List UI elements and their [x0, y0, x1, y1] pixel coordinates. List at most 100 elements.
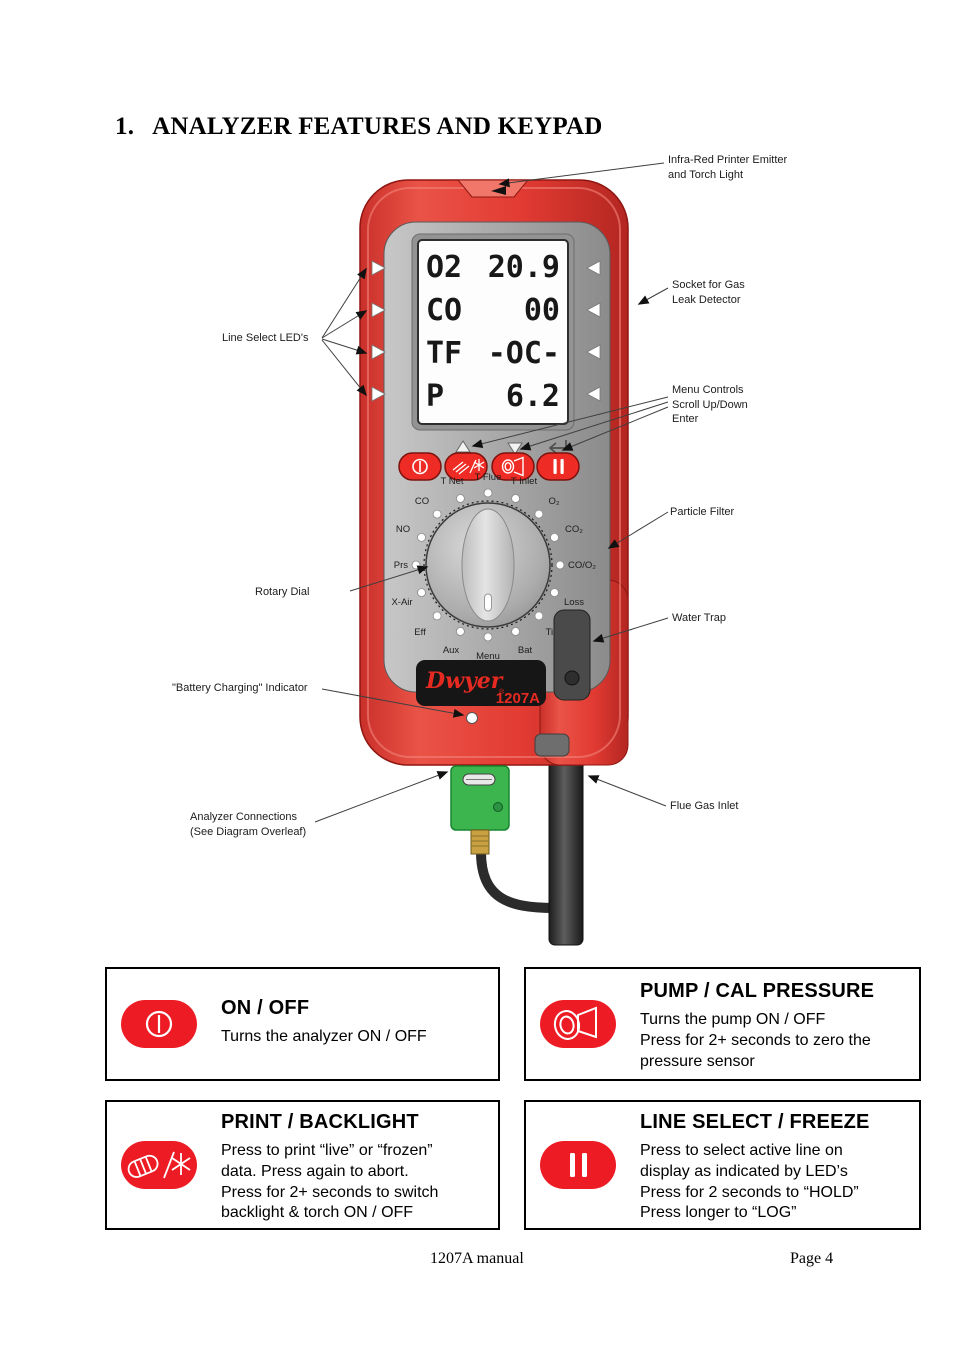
water-trap	[553, 609, 591, 701]
page-title: 1. ANALYZER FEATURES AND KEYPAD	[115, 113, 603, 141]
dial-label: T Net	[440, 476, 463, 487]
dial-label: Aux	[443, 645, 460, 656]
footer-document-name: 1207A manual	[430, 1250, 524, 1267]
section-number: 1.	[115, 113, 135, 140]
dial-label: O₂	[548, 496, 559, 507]
callout-leader-lines	[314, 162, 669, 823]
connection-cable	[476, 847, 559, 913]
legend-box-pump: PUMP / CAL PRESSURE Turns the pump ON / …	[524, 967, 921, 1081]
pause-icon	[570, 1153, 587, 1177]
triangle-up-icon	[455, 440, 471, 453]
lcd-param: TF	[426, 336, 462, 371]
callout-water-trap: Water Trap	[672, 612, 726, 624]
legend-body: Press to select active line on display a…	[640, 1142, 859, 1222]
dial-grip	[461, 508, 515, 622]
legend-body: Turns the analyzer ON / OFF	[221, 1028, 427, 1045]
rotary-dial: T Flue T Inlet O₂ CO₂ CO/O₂ Loss Time Ba…	[391, 472, 596, 662]
emitter-arrow-icon	[491, 186, 506, 195]
water-trap-port	[564, 670, 580, 686]
led-arrow	[586, 260, 601, 276]
led-arrow	[371, 260, 386, 276]
legend-box-on-off: ON / OFF Turns the analyzer ON / OFF	[105, 967, 500, 1081]
callout-infrared-emitter: Infra-Red Printer Emitter and Torch Ligh…	[668, 154, 788, 181]
callout-battery-indicator: "Battery Charging" Indicator	[172, 682, 308, 694]
trap-tab	[534, 733, 570, 757]
brand-badge: Dwyer ® 1207A	[416, 660, 546, 707]
pause-icon	[553, 459, 564, 474]
dial-label: Bat	[518, 645, 533, 656]
led-arrow	[586, 302, 601, 318]
on-off-key	[121, 1000, 197, 1048]
dial-label: NO	[396, 524, 410, 535]
callout-menu-controls: Menu Controls Scroll Up/Down Enter	[672, 384, 748, 426]
lcd-readout: O2 20.9 CO 00 TF -OC- P 6.2	[426, 250, 560, 414]
dial-tick-ring	[423, 500, 553, 630]
pump-icon	[553, 1006, 597, 1040]
dial-label: CO/O₂	[568, 560, 596, 571]
footer-page-number: Page 4	[790, 1250, 834, 1267]
callout-line-select-leds: Line Select LED's	[222, 332, 309, 344]
analyzer-diagram: O2 20.9 CO 00 TF -OC- P 6.2	[314, 162, 669, 946]
legend-title: ON / OFF	[221, 997, 310, 1019]
lcd-param: O2	[426, 250, 462, 285]
lcd-param: P	[426, 379, 444, 414]
legend-box-line-select: LINE SELECT / FREEZE Press to select act…	[524, 1100, 921, 1230]
flue-probe-tube	[548, 747, 584, 946]
led-arrow	[371, 344, 386, 360]
connector-hole	[493, 802, 503, 812]
dial-label: X-Air	[391, 597, 412, 608]
printer-backlight-icon	[452, 459, 485, 475]
lcd-display	[417, 239, 569, 425]
dial-pointer	[484, 593, 492, 612]
model-number: 1207A	[496, 690, 540, 707]
line-select-button	[536, 452, 580, 481]
badge-plate	[416, 660, 546, 706]
dial-label: Eff	[414, 627, 426, 638]
dial-position-dots	[411, 488, 565, 642]
battery-charging-indicator	[466, 712, 478, 724]
callout-flue-gas-inlet: Flue Gas Inlet	[670, 800, 739, 812]
analyzer-connections	[450, 765, 510, 855]
led-arrow	[371, 386, 386, 402]
keypad	[398, 452, 580, 481]
print-backlight-key	[121, 1141, 197, 1189]
led-arrow	[586, 386, 601, 402]
lcd-param: CO	[426, 293, 462, 328]
print-backlight-button	[444, 452, 488, 481]
lcd-value: -OC-	[488, 336, 560, 371]
legend-title: PRINT / BACKLIGHT	[221, 1111, 419, 1133]
pump-icon	[501, 456, 524, 477]
dial-label: Menu	[476, 651, 500, 662]
line-select-leds	[371, 260, 601, 402]
lcd-value: 00	[524, 293, 560, 328]
dial-label: T Inlet	[511, 476, 538, 487]
callout-analyzer-connections: Analyzer Connections (See Diagram Overle…	[190, 811, 307, 838]
led-arrow	[371, 302, 386, 318]
legend-body: Press to print “live” or “frozen” data. …	[221, 1142, 439, 1222]
lcd-value: 6.2	[506, 379, 560, 414]
power-icon	[412, 458, 428, 475]
fitting-ridges	[471, 835, 489, 847]
callout-gas-leak-socket: Socket for Gas Leak Detector	[672, 279, 745, 306]
section-title: ANALYZER FEATURES AND KEYPAD	[152, 113, 603, 140]
callout-rotary-dial: Rotary Dial	[255, 586, 310, 598]
legend-body: Turns the pump ON / OFF Press for 2+ sec…	[640, 1011, 871, 1070]
legend-title: LINE SELECT / FREEZE	[640, 1111, 870, 1133]
lcd-value: 20.9	[488, 250, 560, 285]
dial-label: CO₂	[565, 524, 583, 535]
callout-particle-filter: Particle Filter	[670, 506, 735, 518]
pump-key	[540, 1000, 616, 1048]
legend-title: PUMP / CAL PRESSURE	[640, 980, 875, 1002]
printer-backlight-icon	[127, 1151, 191, 1179]
dial-label: T Flue	[475, 472, 502, 483]
dial-label: Loss	[564, 597, 584, 608]
dial-label: Prs	[394, 560, 409, 571]
legend-box-print-backlight: PRINT / BACKLIGHT Press to print “live” …	[105, 1100, 500, 1230]
power-icon	[145, 1010, 173, 1038]
triangle-down-icon	[507, 442, 523, 455]
brass-fitting	[470, 829, 490, 855]
led-arrow	[586, 344, 601, 360]
dial-label: CO	[415, 496, 429, 507]
line-select-key	[540, 1141, 616, 1189]
registered-mark: ®	[499, 688, 505, 696]
